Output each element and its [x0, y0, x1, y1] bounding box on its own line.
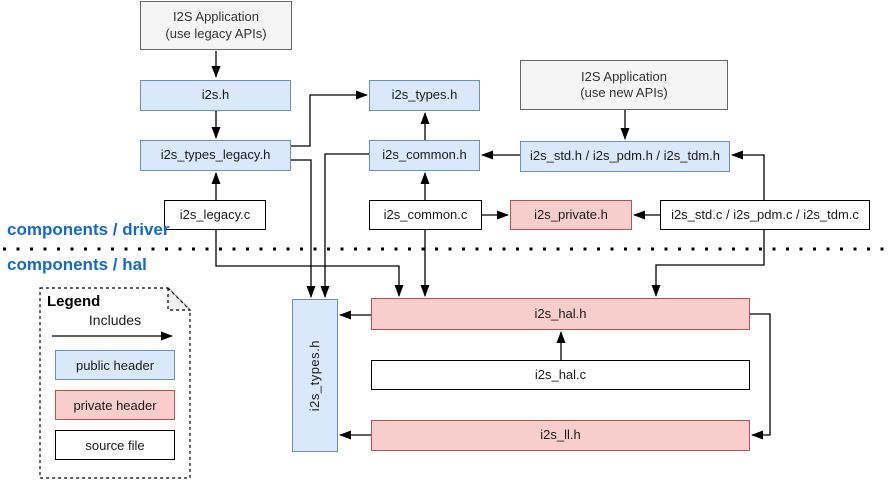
legend-includes-label: Includes: [88, 312, 142, 328]
node-i2s-hal-h-label: i2s_hal.h: [534, 305, 587, 321]
connector-i2s-std-pdm-tdm-c-to-i2s-std-pdm-tdm-h: [731, 150, 765, 200]
connector-i2s-hal-h-to-i2s-ll-h: [750, 313, 771, 440]
node-i2s-h: i2s.h: [140, 80, 291, 111]
node-i2s-common-h-label: i2s_common.h: [382, 147, 467, 163]
node-i2s-h-label: i2s.h: [201, 87, 230, 103]
node-app-new-label: I2S Application(use new APIs): [580, 68, 668, 100]
node-i2s-types-legacy-h-label: i2s_types_legacy.h: [160, 147, 271, 163]
node-i2s-types-h-driver-label: i2s_types.h: [391, 87, 458, 103]
node-i2s-hal-c-label: i2s_hal.c: [534, 366, 587, 382]
node-i2s-std-pdm-tdm-h: i2s_std.h / i2s_pdm.h / i2s_tdm.h: [520, 141, 730, 172]
connector-i2s-std-pdm-tdm-c-to-i2s-hal-h: [651, 230, 765, 297]
legend-title: Legend: [47, 293, 101, 310]
node-i2s-common-h: i2s_common.h: [369, 140, 480, 171]
node-app-new: I2S Application(use new APIs): [520, 60, 728, 110]
node-i2s-private-h: i2s_private.h: [510, 200, 632, 230]
legend-source-file-label: source file: [85, 437, 145, 453]
node-app-legacy: I2S Application(use legacy APIs): [140, 1, 292, 50]
legend-private-header-swatch: private header: [55, 390, 175, 420]
node-i2s-std-pdm-tdm-c: i2s_std.c / i2s_pdm.c / i2s_tdm.c: [660, 200, 870, 230]
legend-private-header-label: private header: [73, 397, 157, 413]
node-i2s-ll-h: i2s_ll.h: [371, 420, 750, 451]
node-i2s-ll-h-label: i2s_ll.h: [540, 427, 581, 443]
node-i2s-types-legacy-h: i2s_types_legacy.h: [140, 140, 291, 171]
node-i2s-common-c: i2s_common.c: [369, 200, 482, 230]
node-i2s-types-h-hal: i2s_types.h: [292, 299, 338, 452]
node-i2s-types-h-hal-label: i2s_types.h: [306, 339, 322, 412]
node-i2s-private-h-label: i2s_private.h: [534, 206, 608, 222]
connector-i2s-types-legacy-h-to-i2s-types-h-hal: [291, 159, 316, 298]
legend-public-header-swatch: public header: [55, 350, 175, 380]
node-i2s-types-h-driver: i2s_types.h: [369, 80, 480, 111]
node-i2s-legacy-c-label: i2s_legacy.c: [179, 206, 251, 222]
legend-public-header-label: public header: [75, 357, 155, 373]
layer-label-hal: components / hal: [7, 255, 147, 274]
node-i2s-std-pdm-tdm-c-label: i2s_std.c / i2s_pdm.c / i2s_tdm.c: [671, 206, 859, 222]
connector-i2s-types-legacy-h-to-i2s-types-h-driver: [291, 90, 368, 147]
layer-label-driver: components / driver: [7, 220, 170, 239]
node-i2s-common-c-label: i2s_common.c: [383, 206, 468, 222]
node-i2s-hal-c: i2s_hal.c: [371, 360, 750, 390]
connector-i2s-common-h-to-i2s-types-h-hal: [320, 153, 369, 298]
connector-i2s-legacy-c-to-i2s-hal-h: [215, 230, 404, 297]
node-app-legacy-label: I2S Application(use legacy APIs): [165, 9, 267, 41]
node-i2s-hal-h: i2s_hal.h: [371, 298, 750, 330]
legend-source-file-swatch: source file: [55, 430, 175, 460]
legend-folded-corner: [167, 286, 192, 311]
node-i2s-std-pdm-tdm-h-label: i2s_std.h / i2s_pdm.h / i2s_tdm.h: [529, 148, 721, 164]
node-i2s-legacy-c: i2s_legacy.c: [164, 200, 266, 230]
